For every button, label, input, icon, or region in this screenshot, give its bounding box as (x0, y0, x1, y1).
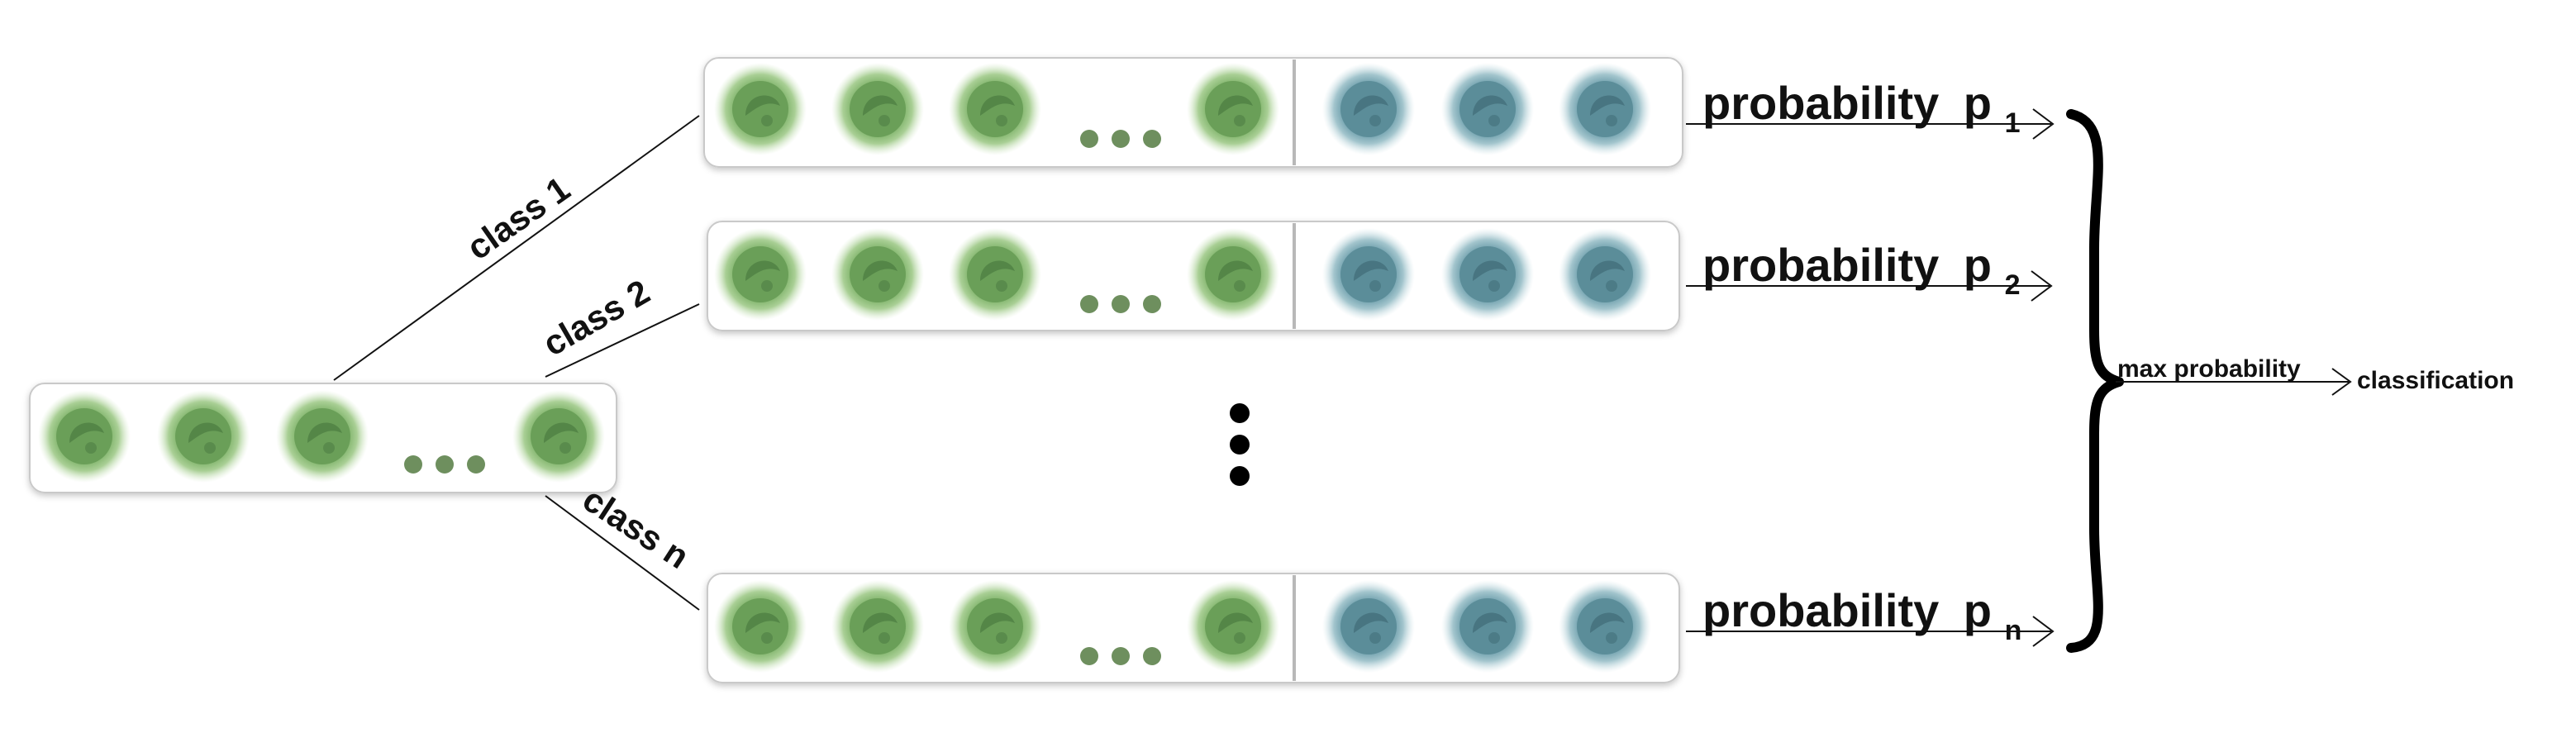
blue-neuron-unit (1559, 580, 1651, 673)
probability-output-2: probability p 2 (1686, 239, 2053, 302)
ellipsis-dot (1143, 647, 1161, 665)
class-vector-1 (703, 57, 1683, 168)
class-label-n: class n (576, 479, 696, 576)
green-neuron-unit (831, 580, 924, 673)
green-neuron-unit (714, 63, 807, 155)
probability-symbol: p (1964, 239, 1992, 291)
blue-neuron-unit (1559, 63, 1651, 155)
class-vector-units (714, 63, 1651, 155)
blue-neuron-unit (1441, 63, 1534, 155)
arrowhead-icon (2032, 108, 2055, 140)
vertical-ellipsis (1230, 403, 1250, 486)
ellipsis-dot (1230, 435, 1250, 455)
probability-word: probability (1702, 239, 1939, 291)
green-neuron-unit (38, 390, 131, 483)
ellipsis-dot (467, 455, 485, 474)
ellipsis-dot (1230, 466, 1250, 486)
green-neuron-unit (949, 580, 1041, 673)
green-neuron-unit (276, 390, 369, 483)
blue-neuron-unit (1322, 228, 1415, 321)
svg-text:probability p n: probability p n (1702, 584, 2021, 646)
horizontal-ellipsis (404, 455, 485, 474)
blue-neuron-unit (1441, 580, 1534, 673)
ellipsis-dot (1143, 295, 1161, 313)
branch-line-class-1 (333, 115, 700, 381)
ellipsis-dot (1112, 130, 1130, 148)
arrowhead-icon (2331, 368, 2352, 396)
probability-word: probability (1702, 584, 1939, 636)
class-vector-2 (707, 221, 1680, 331)
input-vector-units (38, 390, 605, 483)
probability-output-1: probability p 1 (1686, 77, 2055, 140)
class-vector-units (714, 580, 1651, 673)
horizontal-ellipsis (1080, 295, 1161, 313)
blue-neuron-unit (1322, 63, 1415, 155)
green-neuron-unit (949, 63, 1041, 155)
max-probability-label: max probability (2117, 355, 2301, 383)
branch-line-class-2 (545, 303, 700, 378)
class-vector-units (714, 228, 1651, 321)
ellipsis-dot (1143, 130, 1161, 148)
green-neuron-unit (1187, 228, 1279, 321)
probability-symbol: p (1964, 584, 1992, 636)
blue-neuron-unit (1559, 228, 1651, 321)
svg-text:probability p 1: probability p 1 (1702, 77, 2021, 139)
probability-word: probability (1702, 77, 1939, 129)
green-neuron-unit (157, 390, 250, 483)
ellipsis-dot (436, 455, 454, 474)
ellipsis-dot (1080, 647, 1098, 665)
arrowhead-icon (2032, 616, 2055, 647)
ellipsis-dot (1080, 295, 1098, 313)
green-neuron-unit (512, 390, 605, 483)
arrowhead-icon (2031, 270, 2053, 302)
blue-neuron-unit (1322, 580, 1415, 673)
class-label-1: class 1 (459, 169, 577, 267)
blue-neuron-unit (1441, 228, 1534, 321)
ellipsis-dot (1230, 403, 1250, 423)
green-neuron-unit (831, 228, 924, 321)
svg-text:probability p 2: probability p 2 (1702, 239, 2021, 301)
green-neuron-unit (831, 63, 924, 155)
class-label-2: class 2 (536, 272, 656, 364)
ellipsis-dot (1112, 295, 1130, 313)
green-neuron-unit (714, 228, 807, 321)
curly-brace (2066, 109, 2124, 653)
probability-symbol: p (1964, 77, 1992, 129)
input-vector (29, 383, 617, 493)
horizontal-ellipsis (1080, 130, 1161, 148)
green-neuron-unit (949, 228, 1041, 321)
horizontal-ellipsis (1080, 647, 1161, 665)
branch-line-class-n (545, 495, 700, 611)
class-vector-n (707, 573, 1680, 683)
probability-output-n: probability p n (1686, 584, 2055, 647)
green-neuron-unit (714, 580, 807, 673)
green-neuron-unit (1187, 580, 1279, 673)
ellipsis-dot (1080, 130, 1098, 148)
classification-label: classification (2357, 367, 2514, 394)
ellipsis-dot (1112, 647, 1130, 665)
ellipsis-dot (404, 455, 422, 474)
green-neuron-unit (1187, 63, 1279, 155)
